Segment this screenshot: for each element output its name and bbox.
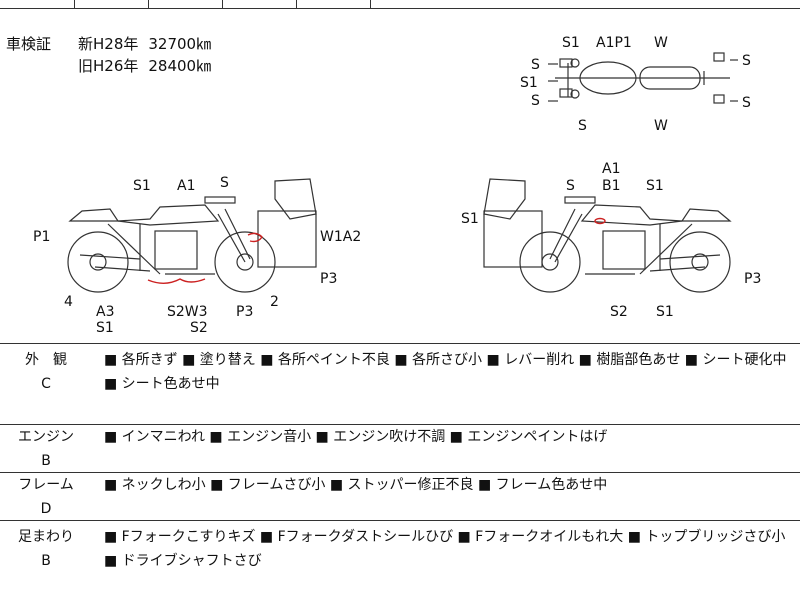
shaken-old-era: 旧H26年	[78, 57, 139, 75]
section-grade: B	[41, 553, 51, 569]
section-grade: D	[40, 501, 52, 517]
top-header-strip	[0, 0, 800, 9]
right-s1-bottom: S1	[656, 304, 674, 320]
top-a1p1: A1P1	[596, 35, 632, 51]
top-s1: S1	[562, 35, 580, 51]
top-w: W	[654, 35, 668, 51]
top-s-left-1: S	[531, 57, 540, 73]
top-s-right-2: S	[742, 95, 751, 111]
right-s1-left: S1	[461, 211, 479, 227]
shaken-old-km: 28400㎞	[148, 57, 212, 75]
shaken-new: 新H28年 32700㎞	[78, 33, 211, 55]
right-s2: S2	[610, 304, 628, 320]
left-s: S	[220, 175, 229, 191]
left-num-4: 4	[64, 294, 73, 310]
section-items: ■ Fフォークこすりキズ ■ Fフォークダストシールひび ■ Fフォークオイルも…	[104, 529, 786, 569]
top-s-left-3: S	[531, 93, 540, 109]
section-items: ■ ネックしわ小 ■ フレームさび小 ■ ストッパー修正不良 ■ フレーム色あせ…	[104, 477, 608, 493]
section-items: ■ インマニわれ ■ エンジン音小 ■ エンジン吹け不調 ■ エンジンペイントは…	[104, 429, 608, 445]
left-p3-right: P3	[320, 271, 337, 287]
left-w1a2: W1A2	[320, 229, 361, 245]
right-p3: P3	[744, 271, 761, 287]
section-name: 足まわり	[18, 529, 74, 545]
section-row-exterior: 外 観 C ■ 各所きず ■ 塗り替え ■ 各所ペイント不良 ■ 各所さび小 ■…	[0, 344, 800, 425]
section-name-cell: フレーム D	[0, 473, 92, 521]
shaken-new-km: 32700㎞	[148, 35, 212, 53]
left-a1: A1	[177, 178, 195, 194]
top-view-diagram	[548, 52, 738, 104]
left-s2w3: S2W3	[167, 304, 208, 320]
left-s2: S2	[190, 320, 208, 336]
shaken-label: 車検証	[6, 35, 52, 53]
left-s1: S1	[133, 178, 151, 194]
section-name: 外 観	[25, 352, 67, 368]
damage-diagram-section: 車検証 新H28年 32700㎞ 旧H26年 28400㎞ S	[0, 9, 800, 344]
section-row-engine: エンジン B ■ インマニわれ ■ エンジン音小 ■ エンジン吹け不調 ■ エン…	[0, 425, 800, 473]
right-side-view-diagram	[483, 178, 732, 293]
section-name: エンジン	[18, 429, 74, 445]
right-damage-mark	[594, 217, 606, 225]
section-name-cell: エンジン B	[0, 425, 92, 473]
left-damage-mark-bottom	[147, 278, 206, 284]
top-s1-left: S1	[520, 75, 538, 91]
left-side-view-diagram	[67, 178, 317, 293]
right-s: S	[566, 178, 575, 194]
section-name: フレーム	[18, 477, 74, 493]
right-s1-right: S1	[646, 178, 664, 194]
shaken-new-era: 新H28年	[78, 35, 139, 53]
right-b1: B1	[602, 178, 621, 194]
top-s-right-1: S	[742, 53, 751, 69]
section-row-suspension: 足まわり B ■ Fフォークこすりキズ ■ Fフォークダストシールひび ■ Fフ…	[0, 521, 800, 600]
shaken-old: 旧H26年 28400㎞	[78, 55, 211, 77]
left-p1: P1	[33, 229, 50, 245]
section-grade: C	[41, 376, 51, 392]
section-grade: B	[41, 453, 51, 469]
left-p3-bottom: P3	[236, 304, 253, 320]
left-a3: A3	[96, 304, 114, 320]
section-name-cell: 外 観 C	[0, 348, 92, 396]
section-row-frame: フレーム D ■ ネックしわ小 ■ フレームさび小 ■ ストッパー修正不良 ■ …	[0, 473, 800, 521]
top-s-bottom: S	[578, 118, 587, 134]
left-damage-mark-front	[247, 232, 263, 243]
right-a1: A1	[602, 161, 620, 177]
motorcycle-diagrams: S S1 S S1 A1P1 W S S S W	[33, 35, 761, 336]
section-items: ■ 各所きず ■ 塗り替え ■ 各所ペイント不良 ■ 各所さび小 ■ レバー削れ…	[104, 352, 787, 392]
section-name-cell: 足まわり B	[0, 525, 92, 573]
left-s1-bottom: S1	[96, 320, 114, 336]
top-w-bottom: W	[654, 118, 668, 134]
left-num-2: 2	[270, 294, 279, 310]
